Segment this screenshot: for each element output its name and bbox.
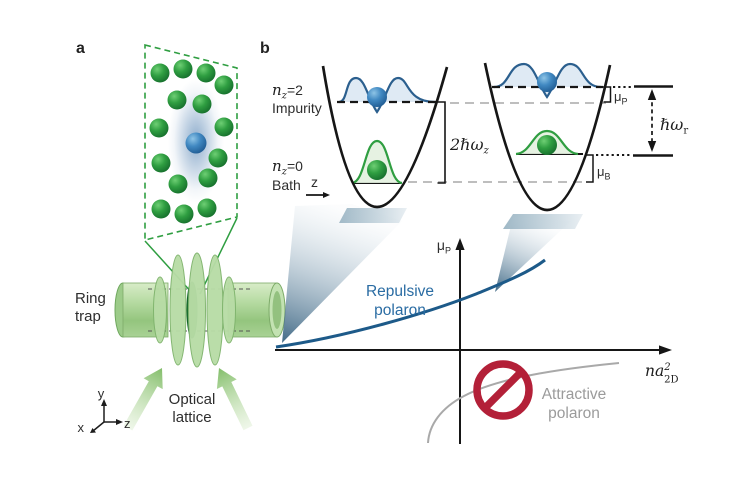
optical-lattice-label-line1: Optical — [169, 391, 216, 408]
left-potential-well: 2ℏωz z — [306, 65, 490, 209]
repulsive-label-line2: polaron — [374, 302, 426, 319]
x-axis-arrowhead — [659, 345, 672, 355]
ring-trap-label-line1: Ring — [75, 290, 106, 307]
bath-atom — [198, 168, 218, 188]
mu-p-label: μP — [614, 89, 628, 107]
axis-x-label: x — [78, 420, 85, 435]
attractive-polaron-curve — [427, 362, 620, 444]
zoom-inset-outline — [144, 43, 238, 242]
impurity-wavefunction-right — [493, 62, 602, 99]
projection-beam-left — [282, 204, 402, 343]
lattice-beam-arrow-right — [216, 368, 253, 431]
bath-atom-left-well — [367, 160, 387, 180]
z-axis-arrowhead — [116, 419, 123, 425]
bath-atom — [168, 174, 188, 194]
repulsive-polaron-curve — [275, 258, 546, 349]
bath-atom — [167, 90, 187, 110]
graph-ylabel: μP — [437, 237, 451, 256]
right-potential-well: μP μB ℏωr — [483, 62, 688, 212]
bath-atom-ring — [149, 59, 234, 224]
hbar-omega-r-arrowhead-bottom — [647, 141, 657, 152]
bath-name-label: Bath — [272, 177, 301, 193]
z-direction-arrowhead — [323, 192, 330, 198]
axis-y-label: y — [98, 386, 105, 401]
ring-trap-opening — [272, 291, 282, 329]
mu-b-bracket — [585, 154, 594, 183]
impurity-atom-right-well — [537, 72, 557, 92]
y-axis-arrowhead — [101, 399, 107, 406]
hbar-omega-r-label: ℏωr — [660, 115, 688, 137]
bath-atom — [149, 118, 169, 138]
bath-level-label: nz=0 — [272, 157, 303, 178]
impurity-level-label: nz=2 — [272, 81, 303, 102]
no-symbol-icon — [473, 360, 533, 420]
bath-atom-right-well — [537, 135, 557, 155]
impurity-wavefunction-left — [338, 76, 436, 114]
mu-p-bracket — [602, 86, 612, 103]
bath-atom — [192, 94, 212, 114]
impurity-atom — [185, 132, 207, 154]
mu-b-label: μB — [597, 164, 611, 182]
axis-z-label: z — [124, 416, 131, 431]
right-parabola — [483, 62, 612, 212]
optical-lattice-disks — [153, 252, 236, 368]
bath-atom — [214, 75, 234, 95]
projection-beam-right — [495, 217, 571, 292]
left-parabola — [321, 65, 449, 209]
optical-lattice-arrows — [123, 368, 253, 431]
bath-atom — [196, 63, 216, 83]
optical-lattice-label-line2: lattice — [172, 409, 211, 426]
repulsive-label-line1: Repulsive — [366, 283, 434, 300]
coordinate-axes — [90, 399, 123, 433]
gap-label: 2ℏωz — [449, 135, 490, 157]
panel-a-label: a — [76, 40, 85, 57]
panel-a: a — [75, 40, 286, 435]
bath-atom — [151, 199, 171, 219]
ring-trap-label-line2: trap — [75, 308, 101, 325]
impurity-atom-left-well — [367, 87, 387, 107]
panel-b-label: b — [260, 40, 270, 57]
z-direction-label: z — [311, 174, 318, 190]
bath-atom — [151, 153, 171, 173]
bath-atom — [197, 198, 217, 218]
bath-atom — [214, 117, 234, 137]
bath-atom — [208, 148, 228, 168]
attractive-label-line2: polaron — [548, 405, 600, 422]
y-axis-arrowhead — [455, 238, 465, 250]
impurity-name-label: Impurity — [272, 100, 322, 116]
bath-atom — [150, 63, 170, 83]
hbar-omega-r-arrowhead-top — [647, 89, 657, 100]
bath-atom — [173, 59, 193, 79]
ring-trap — [114, 252, 286, 368]
x-axis-arrowhead — [90, 428, 96, 433]
lattice-beam-arrow-left — [123, 368, 163, 431]
panel-b: b 2ℏωz z — [260, 40, 688, 444]
gap-bracket — [437, 101, 446, 184]
bath-atom — [174, 204, 194, 224]
attractive-label-line1: Attractive — [542, 386, 607, 403]
